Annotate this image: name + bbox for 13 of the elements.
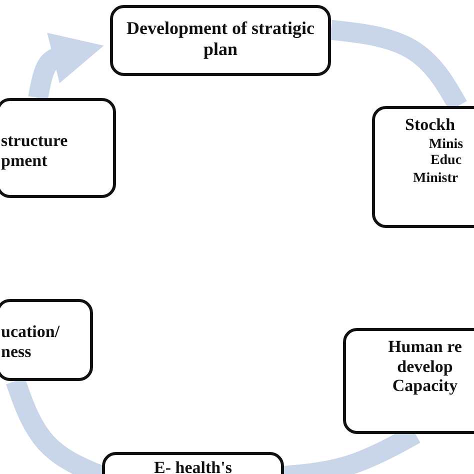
rounded-box	[110, 5, 331, 76]
box-text: Ministr	[413, 171, 460, 188]
box-text: Minis Educ	[428, 137, 464, 170]
box-title: E- health's	[153, 458, 233, 474]
rounded-box	[343, 328, 474, 434]
rounded-box	[372, 106, 474, 228]
box-title: structure pment	[1, 131, 69, 170]
box-title: ucation/ ness	[1, 322, 61, 362]
rounded-box	[0, 299, 93, 381]
box-title: Human re develop Capacity	[387, 337, 463, 396]
box-title: Stockh	[405, 115, 456, 135]
rounded-box	[0, 98, 116, 198]
box-title: Development of stratigic plan	[126, 18, 316, 60]
